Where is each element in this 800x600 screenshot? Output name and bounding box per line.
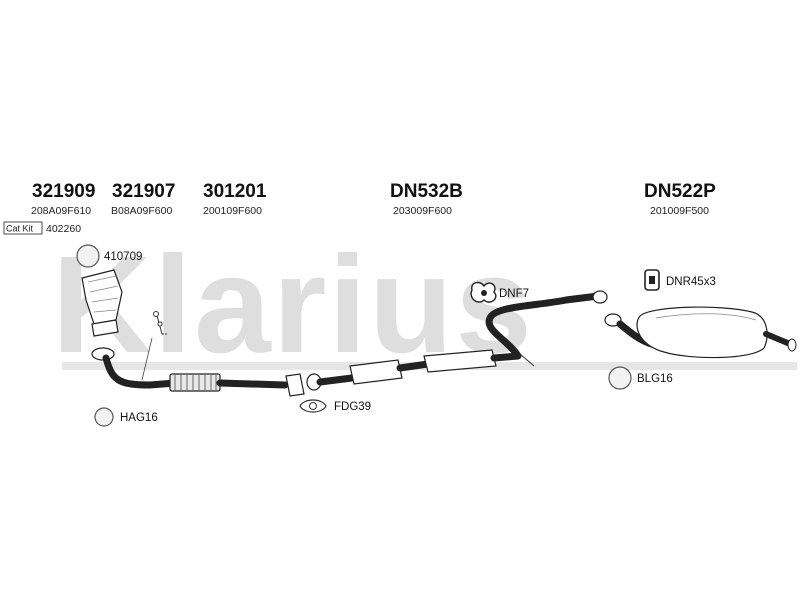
circle-fitting-icon xyxy=(76,244,100,268)
accessory-code: BLG16 xyxy=(637,373,673,385)
part-number: 301201 xyxy=(203,181,267,202)
accessory-code: FDG39 xyxy=(334,401,371,413)
part-number-301201[interactable]: 301201 200109F600 xyxy=(203,181,267,217)
circle-fitting-icon xyxy=(608,366,632,390)
part-number: 321909 xyxy=(32,181,95,202)
oe-reference: B08A09F600 xyxy=(111,205,172,217)
accessory-code: 410709 xyxy=(104,251,142,263)
accessory-DNF7[interactable]: DNF7 xyxy=(470,281,529,303)
cat-kit-number: 402260 xyxy=(46,223,81,235)
rear-silencer-DN522P[interactable] xyxy=(604,306,797,359)
accessory-FDG39[interactable]: FDG39 xyxy=(299,399,371,413)
part-number: DN522P xyxy=(644,181,716,202)
oe-reference: 201009F500 xyxy=(650,205,709,217)
accessory-DNR45x3[interactable]: DNR45x3 xyxy=(644,269,716,291)
part-number: DN532B xyxy=(390,181,463,202)
part-number-321909[interactable]: 321909 208A09F610 xyxy=(31,181,95,217)
middle-section-301201[interactable] xyxy=(316,359,432,386)
part-number: 321907 xyxy=(112,181,175,202)
accessory-BLG16[interactable]: BLG16 xyxy=(608,366,673,390)
rear-silencer-body xyxy=(636,306,768,359)
flex-section xyxy=(169,373,221,392)
centre-silencer xyxy=(423,349,497,373)
centre-section-DN532B[interactable] xyxy=(423,290,608,373)
accessory-410709[interactable]: 410709 xyxy=(76,244,142,268)
part-number-321907[interactable]: 321907 B08A09F600 xyxy=(111,181,175,217)
catalytic-converter[interactable] xyxy=(81,269,123,337)
cat-kit-box xyxy=(3,221,43,235)
accessory-HAG16[interactable]: HAG16 xyxy=(94,407,158,427)
cat-kit[interactable]: Cat Kit 402260 xyxy=(3,221,81,235)
cat-flange xyxy=(91,319,119,337)
accessory-code: DNR45x3 xyxy=(666,276,716,288)
cat-kit-label: Cat Kit xyxy=(6,224,34,234)
tailpipe-end xyxy=(787,338,797,352)
oe-reference: 208A09F610 xyxy=(31,205,91,217)
lambda-sensor[interactable] xyxy=(141,311,168,381)
middle-silencer xyxy=(349,359,403,385)
part-number-DN522P[interactable]: DN522P 201009F500 xyxy=(644,181,716,217)
oe-reference: 200109F600 xyxy=(203,205,262,217)
accessory-code: DNF7 xyxy=(499,288,529,300)
gasket-joint[interactable] xyxy=(285,373,322,397)
oe-reference: 203009F600 xyxy=(393,205,452,217)
part-number-DN532B[interactable]: DN532B 203009F600 xyxy=(390,181,463,217)
accessory-code: HAG16 xyxy=(120,412,158,424)
circle-fitting-icon xyxy=(94,407,114,427)
front-pipe-321909[interactable] xyxy=(91,347,289,392)
